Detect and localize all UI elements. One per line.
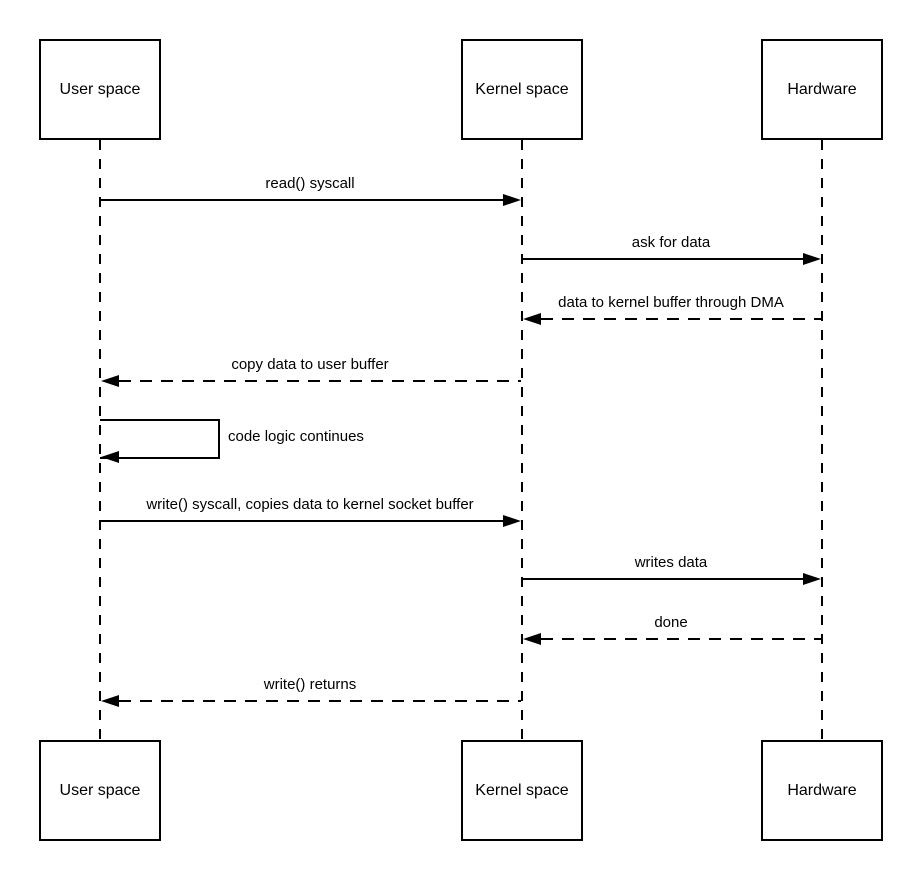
lifeline-user-space <box>99 140 101 740</box>
message-line-dma <box>541 318 821 320</box>
message-label-read-syscall: read() syscall <box>265 175 355 192</box>
actor-label: Hardware <box>787 781 857 799</box>
actor-box-hardware-bottom: Hardware <box>761 740 883 841</box>
message-line-write-returns <box>119 700 521 702</box>
actor-label: Kernel space <box>475 80 569 98</box>
arrowhead-left-icon <box>523 313 541 325</box>
actor-box-kernel-space-top: Kernel space <box>461 39 583 140</box>
actor-label: User space <box>59 80 141 98</box>
message-label-copy-to-user: copy data to user buffer <box>231 356 389 373</box>
message-line-write-syscall <box>100 520 503 522</box>
actor-label: Hardware <box>787 80 857 98</box>
actor-box-kernel-space-bottom: Kernel space <box>461 740 583 841</box>
actor-box-user-space-top: User space <box>39 39 161 140</box>
message-label-dma: data to kernel buffer through DMA <box>558 294 784 311</box>
arrowhead-right-icon <box>803 573 821 585</box>
lifeline-hardware <box>821 140 823 740</box>
arrowhead-left-icon <box>101 375 119 387</box>
arrowhead-left-icon <box>101 451 119 463</box>
message-line-read-syscall <box>100 199 503 201</box>
message-line-ask-for-data <box>522 258 803 260</box>
arrowhead-right-icon <box>503 194 521 206</box>
arrowhead-left-icon <box>101 695 119 707</box>
self-message-loop <box>100 419 220 459</box>
message-label-code-logic: code logic continues <box>228 428 364 445</box>
actor-box-hardware-top: Hardware <box>761 39 883 140</box>
message-label-writes-data: writes data <box>634 554 708 571</box>
message-label-write-returns: write() returns <box>263 676 357 693</box>
message-label-write-syscall: write() syscall, copies data to kernel s… <box>146 496 474 513</box>
arrowhead-left-icon <box>523 633 541 645</box>
message-label-ask-for-data: ask for data <box>631 234 711 251</box>
actor-label: User space <box>59 781 141 799</box>
arrowhead-right-icon <box>803 253 821 265</box>
actor-box-user-space-bottom: User space <box>39 740 161 841</box>
message-line-writes-data <box>522 578 803 580</box>
actor-label: Kernel space <box>475 781 569 799</box>
message-line-copy-to-user <box>119 380 521 382</box>
message-line-done <box>541 638 821 640</box>
arrowhead-right-icon <box>503 515 521 527</box>
lifeline-kernel-space <box>521 140 523 740</box>
message-label-done: done <box>654 614 688 631</box>
